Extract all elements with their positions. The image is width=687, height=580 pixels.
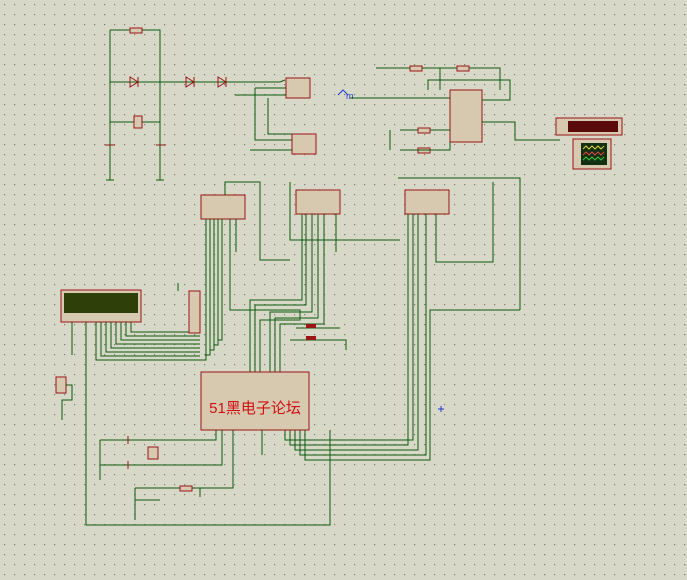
lcd-data-bus xyxy=(95,322,200,361)
mcu-chip[interactable]: 51黑电子论坛 xyxy=(200,371,310,431)
oscilloscope-icon[interactable] xyxy=(572,138,612,170)
ic-u-small-1[interactable] xyxy=(235,77,311,141)
mcu-label: 51黑电子论坛 xyxy=(209,400,301,417)
mcu-clock-circuit[interactable] xyxy=(99,430,263,520)
ic-counter-1[interactable] xyxy=(200,181,290,261)
seven-segment-display-icon[interactable] xyxy=(555,117,623,136)
bus-wires xyxy=(200,214,520,461)
resistor-pack[interactable] xyxy=(177,283,201,334)
voltage-probe[interactable]: m xyxy=(337,89,354,101)
ic-top-right[interactable] xyxy=(376,65,560,154)
cursor-marker xyxy=(438,406,444,412)
probe-label: m xyxy=(346,91,354,101)
diode-3[interactable] xyxy=(217,76,227,88)
ic-u-small-2[interactable] xyxy=(250,98,317,155)
potentiometer[interactable] xyxy=(55,376,73,420)
crystal-top[interactable] xyxy=(133,115,143,129)
ic-counter-2[interactable] xyxy=(289,182,400,252)
ic-counter-3[interactable] xyxy=(398,177,521,310)
switch-2[interactable] xyxy=(290,336,347,350)
diode-2[interactable] xyxy=(185,76,195,88)
lcd-display-icon[interactable] xyxy=(60,289,331,526)
diode-1[interactable] xyxy=(129,76,139,88)
switch-1[interactable] xyxy=(296,324,340,329)
